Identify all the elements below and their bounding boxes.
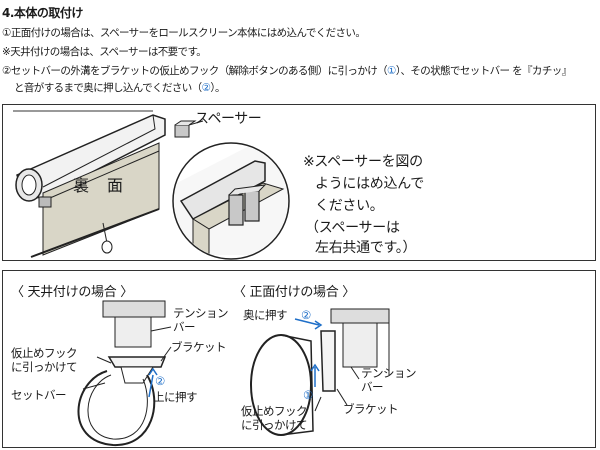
spacer-note-line-5: 左右共通です。） [315,240,417,256]
instruction-line-3-a: ②セットバーの外溝をブラケットの仮止めフック（解除ボタンのある側）に引っかけ（ [2,65,388,77]
instruction-line-4-b: ）。 [210,82,225,94]
front-tension-bar-label-1: テンション [361,366,417,380]
step-1-marker: ① [387,65,396,77]
ceiling-tension-bar-label-2: バー [173,320,196,334]
front-step-1-marker: ① [303,388,313,402]
back-side-label: 裏 面 [73,176,125,195]
instruction-line-4: と音がするまで奥に押し込んでください（②）。 [14,80,226,95]
ceiling-step-2-marker: ② [155,374,165,388]
spacer-label: スペーサー [195,111,262,127]
ceiling-tension-bar-label-1: テンション [173,306,229,320]
front-step-2-marker: ② [301,308,311,322]
front-push-in-label: 奥に押す [243,308,288,322]
spacer-illustration-panel: スペーサー 裏 面 ※スペーサーを図の ようにはめ込んで ください。 （スペーサ… [2,104,596,261]
ceiling-hook-label-1: 仮止めフック [11,346,78,360]
ceiling-set-bar-label: セットバー [11,388,67,402]
instruction-line-3: ②セットバーの外溝をブラケットの仮止めフック（解除ボタンのある側）に引っかけ（①… [2,63,572,78]
spacer-note-line-4: （スペーサーは [305,220,400,236]
ceiling-push-up-label: 上に押す [153,390,198,404]
mounting-diagrams [77,300,390,447]
ceiling-hook-label-2: に引っかけて [11,360,78,374]
spacer-note-line-1: ※スペーサーを図の [303,154,423,170]
spacer-note-line-2: ようにはめ込んで [315,176,424,192]
step-2-marker: ② [201,82,211,94]
ceiling-mount-title: 〈 天井付けの場合 〉 [11,285,133,300]
roller-screen-illustration [13,110,290,260]
instruction-line-1: ①正面付けの場合は、スペーサーをロールスクリーン本体にはめ込んでください。 [2,27,366,39]
instruction-line-2: ※天井付けの場合は、スペーサーは不要です。 [2,46,207,58]
instruction-line-4-a: と音がするまで奥に押し込んでください（ [14,82,202,94]
spacer-note-line-3: ください。 [315,198,384,214]
front-hook-label-2: に引っかけて [241,418,308,432]
instruction-line-3-b: ）、その状態でセットバー を『カチッ』 [395,65,572,77]
mounting-illustration-panel: 〈 天井付けの場合 〉 テンション バー ブラケット 仮止めフック に引っかけて… [2,270,596,448]
front-hook-label-1: 仮止めフック [241,404,308,418]
section-title: 4.本体の取付け [2,6,83,20]
front-mount-title: 〈 正面付けの場合 〉 [233,285,355,300]
front-tension-bar-label-2: バー [361,380,384,394]
ceiling-bracket-label: ブラケット [171,340,227,354]
front-bracket-label: ブラケット [343,402,399,416]
